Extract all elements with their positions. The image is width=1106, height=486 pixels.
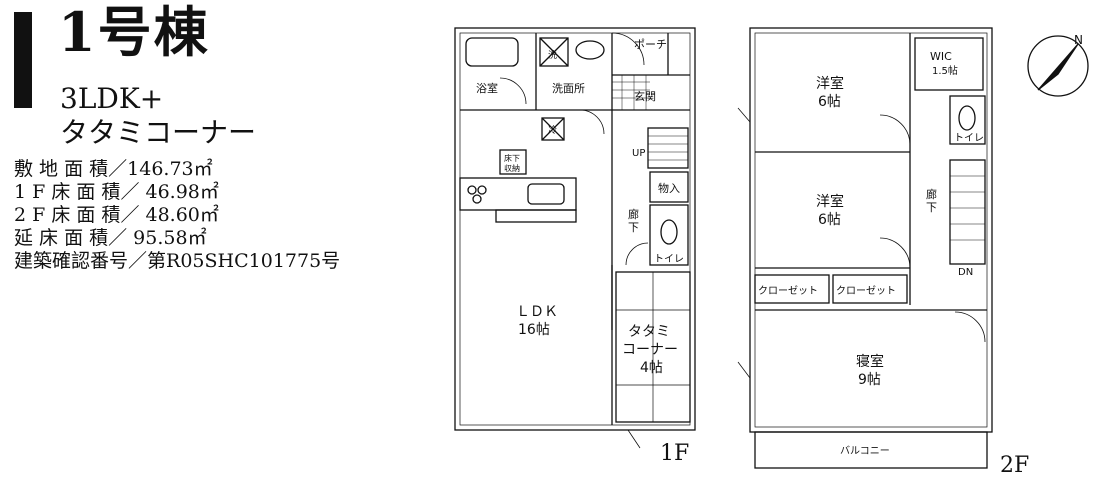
spec-value: 95.58㎡: [127, 227, 207, 249]
corridor-2f-label-2: 下: [926, 201, 937, 214]
tatami-label-2: コーナー: [622, 342, 678, 358]
underfloor-label-2: 収納: [504, 163, 520, 173]
closet-2-label: クローゼット: [836, 285, 896, 297]
spec-value: 46.98㎡: [139, 181, 219, 203]
floor-2-plan: [737, 27, 993, 469]
underfloor-storage: [499, 149, 527, 175]
fridge-label: 冷: [548, 124, 557, 136]
spec-row-permit-number: 建築確認番号／第R05SHC101775号: [14, 250, 341, 272]
spec-label: 建築確認番号: [14, 250, 129, 272]
spec-label: 延 床 面 積: [14, 227, 109, 249]
sink-icon: [575, 40, 605, 60]
toilet-room-1f: [649, 204, 689, 266]
toilet-1f-label: トイレ: [654, 254, 684, 265]
corridor-1f-label-1: 廊: [628, 207, 639, 221]
floor-1-label: 1F: [660, 441, 689, 466]
title-bar: [14, 12, 32, 108]
spec-row-2f-area: 2 F 床 面 積／ 48.60㎡: [14, 204, 219, 226]
washing-machine-icon: [539, 37, 569, 67]
walk-in-closet: [914, 37, 984, 91]
western-room-1-label-2: 6帖: [818, 94, 841, 110]
tatami-label-3: 4帖: [640, 360, 663, 376]
kitchen-counter: [459, 177, 577, 211]
western-room-2-label-2: 6帖: [818, 212, 841, 228]
closet-1: [754, 274, 830, 304]
western-room-1-label-1: 洋室: [816, 75, 844, 92]
layout-type-line2: タタミコーナー: [60, 116, 257, 149]
spec-value: 第R05SHC101775号: [147, 250, 341, 272]
balcony: [754, 431, 988, 469]
floor-1-outer-wall: [454, 27, 696, 431]
floor-2-stairs: [949, 159, 986, 265]
spec-label: 敷 地 面 積: [14, 158, 109, 180]
toilet-2f-label: トイレ: [954, 133, 984, 144]
floor-2-label: 2F: [1000, 453, 1029, 478]
storage-label: 物入: [658, 181, 680, 195]
entrance-label: 玄関: [634, 89, 656, 103]
kitchen-island: [495, 209, 577, 223]
corridor-1f-label-2: 下: [628, 221, 639, 234]
western-room-2-label-1: 洋室: [816, 193, 844, 210]
kitchen-sink-icon: [527, 183, 565, 205]
toilet-room-2f: [949, 95, 986, 145]
refrigerator-icon: [541, 117, 565, 141]
bedroom-label-2: 9帖: [858, 372, 881, 388]
toilet-icon: [660, 219, 678, 245]
spec-value: 146.73㎡: [127, 158, 213, 180]
layout-type: 3LDK+ タタミコーナー: [60, 82, 256, 150]
spec-label: 1 F 床 面 積: [14, 181, 121, 203]
bath-label: 浴室: [476, 81, 498, 95]
floor-1-plan: [454, 27, 696, 449]
tatami-label-1: タタミ: [628, 324, 670, 340]
washer-label: 洗: [548, 49, 557, 61]
spec-label: 2 F 床 面 積: [14, 204, 121, 226]
spec-row-1f-area: 1 F 床 面 積／ 46.98㎡: [14, 181, 219, 203]
floor-1-stairs: [647, 127, 689, 169]
bedroom-label-1: 寝室: [856, 353, 884, 370]
ldk-label-2: 16帖: [518, 322, 550, 338]
ldk-label-1: ＬＤＫ: [516, 304, 558, 320]
washroom-label: 洗面所: [552, 82, 585, 95]
corridor-2f-label-1: 廊: [926, 187, 937, 201]
stairs-up-label: UP: [632, 148, 645, 159]
page-title: 1号棟: [58, 0, 210, 64]
storage-room: [649, 171, 689, 203]
floor-2-inner-wall: [754, 32, 988, 428]
spec-value: 48.60㎡: [139, 204, 219, 226]
bathtub-icon: [465, 37, 519, 67]
wic-label-2: 1.5帖: [932, 64, 958, 77]
north-arrow-icon: [1027, 35, 1089, 97]
balcony-label: バルコニー: [840, 445, 890, 457]
floor-1-inner-wall: [459, 32, 691, 426]
closet-1-label: クローゼット: [758, 285, 818, 297]
porch-label: ポーチ: [634, 38, 667, 51]
wic-label-1: WIC: [930, 50, 952, 63]
spec-row-site-area: 敷 地 面 積／146.73㎡: [14, 158, 213, 180]
stove-burner-icon: [467, 185, 477, 195]
closet-2: [832, 274, 908, 304]
spec-row-total-area: 延 床 面 積／ 95.58㎡: [14, 227, 207, 249]
layout-type-line1: 3LDK+: [60, 82, 164, 115]
compass-north-letter: N: [1074, 33, 1083, 47]
stairs-down-label: DN: [958, 267, 973, 278]
underfloor-label-1: 床下: [504, 153, 520, 163]
